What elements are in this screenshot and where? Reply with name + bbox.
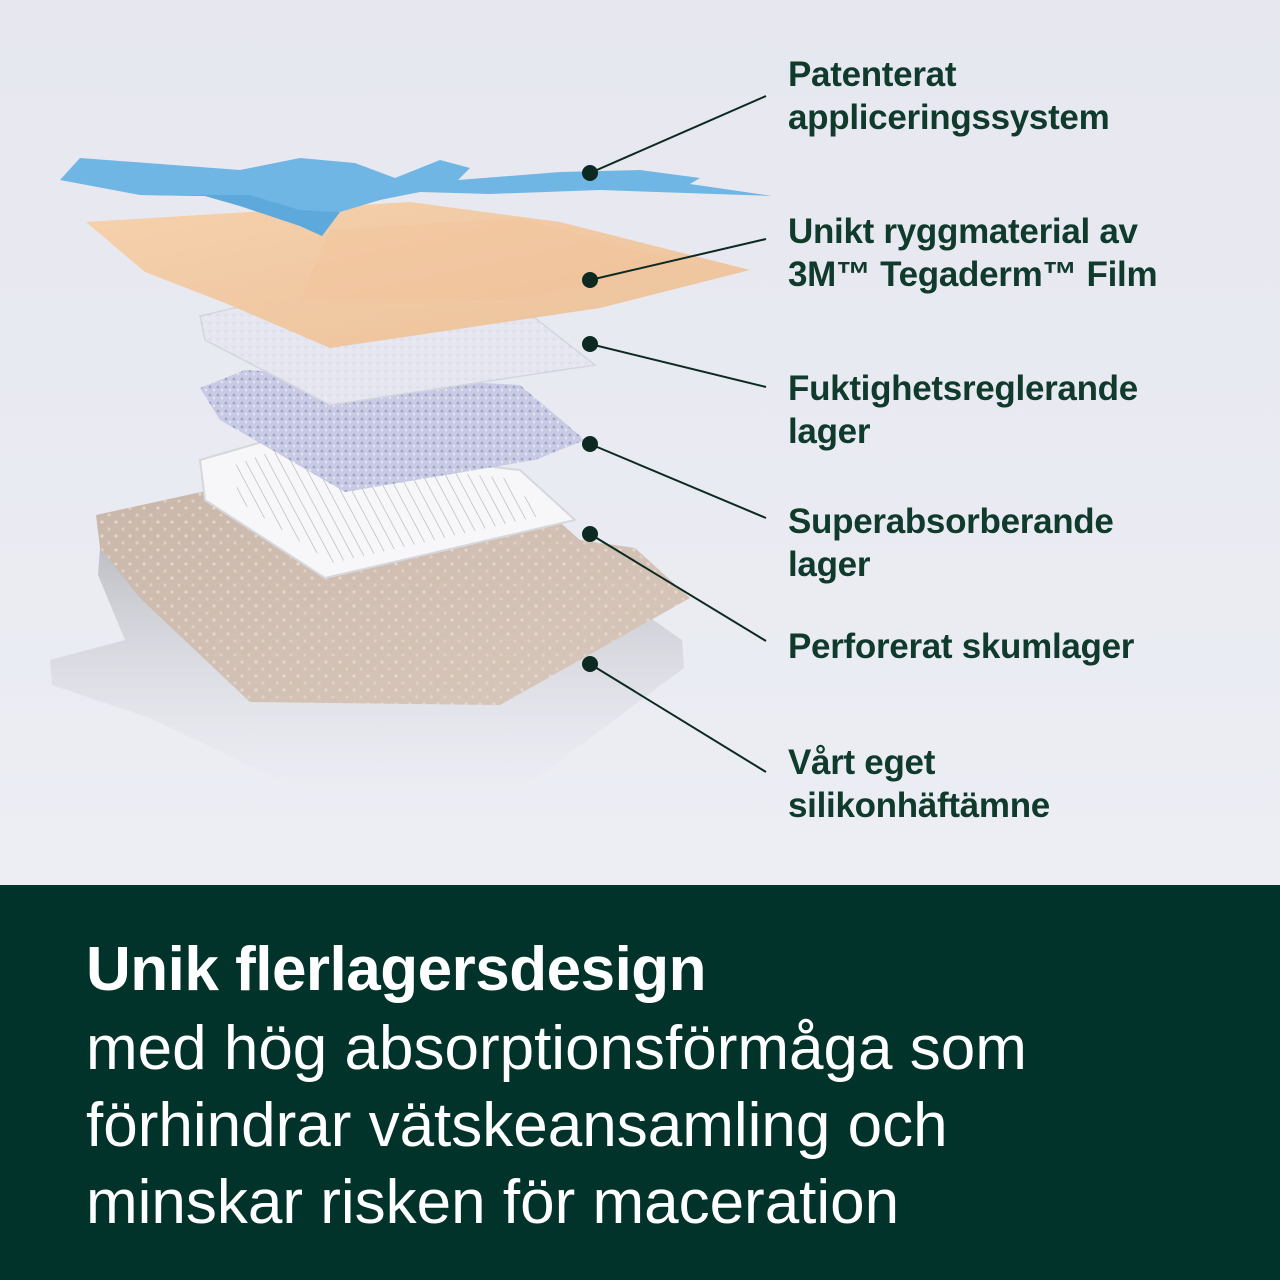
- backing-film-layer: [86, 202, 750, 348]
- caption-banner: [0, 885, 1280, 1280]
- leader-dots: [582, 165, 598, 672]
- banner-title: Unik flerlagersdesign: [86, 935, 707, 1004]
- moisture-layer-shape: [200, 370, 585, 492]
- dressing-layers-illustration: [50, 95, 772, 790]
- banner-body: med hög absorptionsförmåga som förhindra…: [86, 1014, 1027, 1237]
- layer-diagram: Patenterat appliceringssystem Unikt rygg…: [0, 0, 1280, 885]
- label-silicone-adhesive: Vårt eget silikonhäftämne: [788, 743, 1050, 825]
- label-perforated-foam: Perforerat skumlager: [788, 627, 1135, 666]
- label-backing-film: Unikt ryggmaterial av 3M™ Tegaderm™ Film: [788, 212, 1158, 294]
- label-superabsorbent-layer: Superabsorberande lager: [788, 502, 1114, 584]
- perforated-foam-layer: [96, 490, 690, 705]
- leader-lines: [589, 95, 767, 773]
- label-moisture-layer: Fuktighetsreglerande lager: [788, 369, 1138, 451]
- label-application-system: Patenterat appliceringssystem: [788, 55, 1110, 137]
